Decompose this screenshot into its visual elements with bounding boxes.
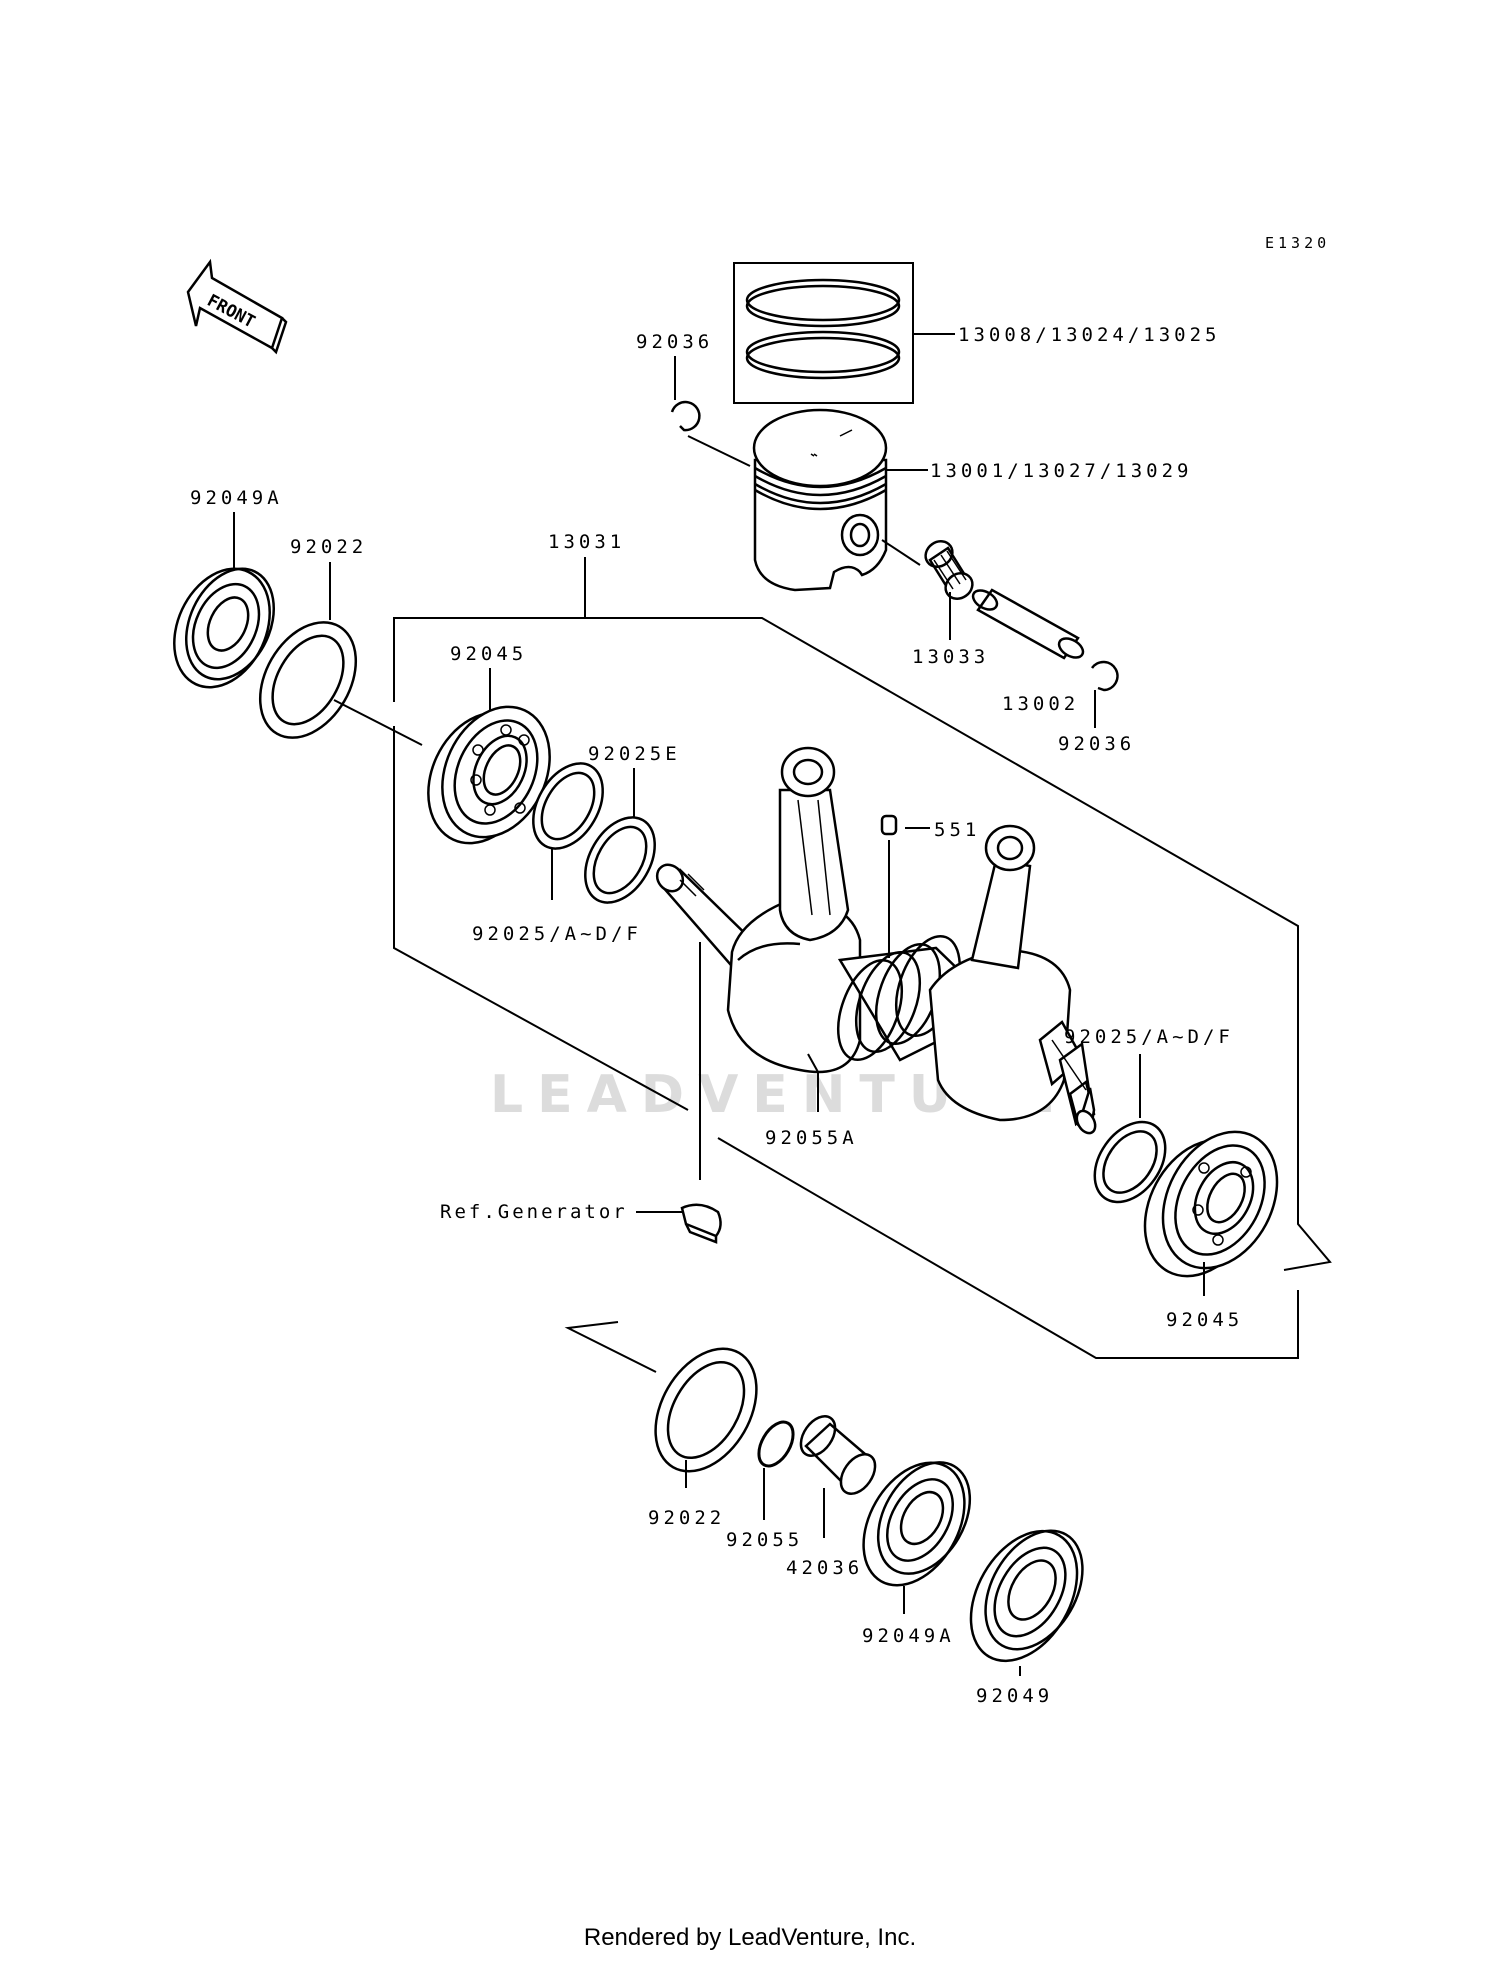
label-bearing-left: 92045	[450, 643, 527, 665]
label-collar-top: 92022	[290, 536, 367, 558]
oring-bottom	[757, 1420, 795, 1468]
label-shim-e: 92025E	[588, 743, 681, 765]
front-arrow-icon: FRONT	[186, 258, 288, 355]
label-collar-bottom: 92022	[648, 1507, 725, 1529]
piston	[752, 408, 888, 592]
piston-rings	[745, 278, 901, 380]
crankshaft	[655, 746, 1097, 1135]
label-circlip-right: 92036	[1058, 733, 1135, 755]
label-shim-right: 92025/A~D/F	[1064, 1026, 1234, 1048]
footer-credit: Rendered by LeadVenture, Inc.	[583, 1924, 917, 1951]
label-piston: 13001/13027/13029	[930, 460, 1192, 482]
label-oil-seal-top: 92049A	[190, 487, 283, 509]
label-oring-bottom: 92055	[726, 1529, 803, 1551]
label-oil-seal-bottom: 92049	[976, 1685, 1053, 1707]
collar-bottom	[654, 1347, 758, 1473]
oil-seal-bottom	[969, 1529, 1084, 1663]
circlip-top	[670, 400, 701, 432]
shim-e	[584, 816, 656, 904]
diagram-code: E1320	[1265, 234, 1330, 252]
shim-right	[1093, 1120, 1167, 1204]
label-ref-generator: Ref.Generator	[440, 1201, 628, 1223]
label-piston-pin: 13002	[1002, 693, 1079, 715]
woodruff-key	[680, 1203, 722, 1238]
label-shim-left: 92025/A~D/F	[472, 923, 642, 945]
shim-left	[532, 762, 604, 850]
label-sleeve-bottom: 42036	[786, 1557, 863, 1579]
label-needle-bearing: 13033	[912, 646, 989, 668]
label-ring-set: 13008/13024/13025	[958, 324, 1220, 346]
assy-bracket	[393, 617, 1332, 1271]
oil-seal-top	[173, 567, 276, 689]
piston-pin	[971, 588, 1085, 660]
ball-bearing-left	[427, 705, 551, 845]
label-bearing-right: 92045	[1166, 1309, 1243, 1331]
label-pin-551: 551	[934, 819, 980, 841]
needle-bearing	[924, 540, 974, 600]
sleeve-bottom	[799, 1415, 877, 1495]
label-washer-center: 92055A	[765, 1127, 858, 1149]
label-oil-seal-bottom-a: 92049A	[862, 1625, 955, 1647]
ball-bearing-right	[1143, 1130, 1279, 1278]
label-circlip-top: 92036	[636, 331, 713, 353]
label-crankshaft-assy: 13031	[548, 531, 625, 553]
collar-top	[258, 621, 358, 739]
oil-seal-bottom-a	[862, 1461, 972, 1587]
circlip-right	[1090, 660, 1119, 692]
